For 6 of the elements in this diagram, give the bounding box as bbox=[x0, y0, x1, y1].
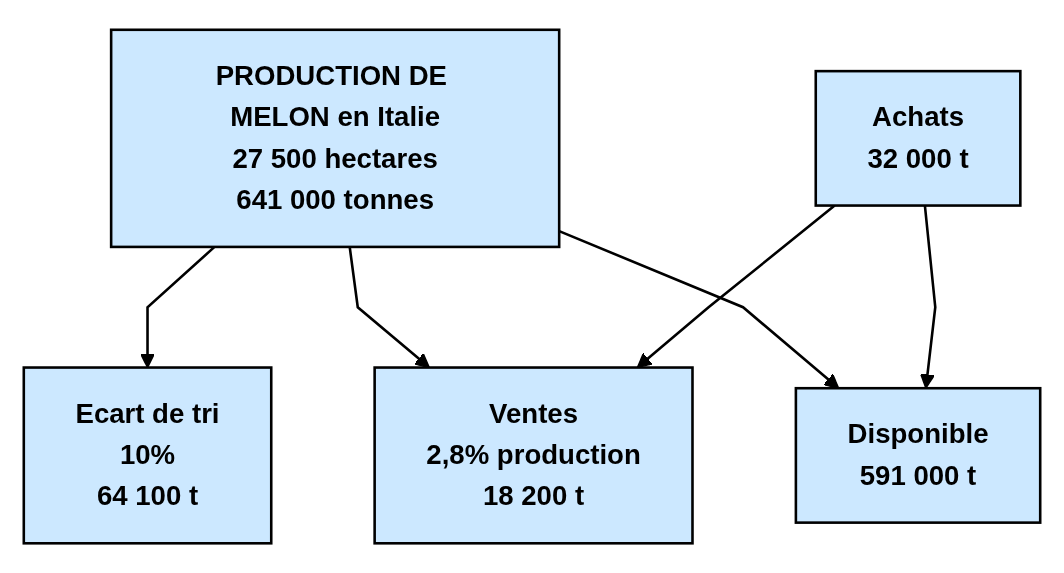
node-box: Disponible 591 000 t bbox=[794, 386, 1042, 524]
node-box: PRODUCTION DE MELON en Italie 27 500 hectares 641 000 tonnes bbox=[109, 28, 561, 249]
node-box: Achats 32 000 t bbox=[814, 69, 1022, 207]
node-box: Ecart de tri 10% 64 100 t bbox=[22, 366, 273, 545]
node-box: Ventes 2,8% production 18 200 t bbox=[373, 366, 694, 545]
arrow bbox=[919, 205, 937, 389]
